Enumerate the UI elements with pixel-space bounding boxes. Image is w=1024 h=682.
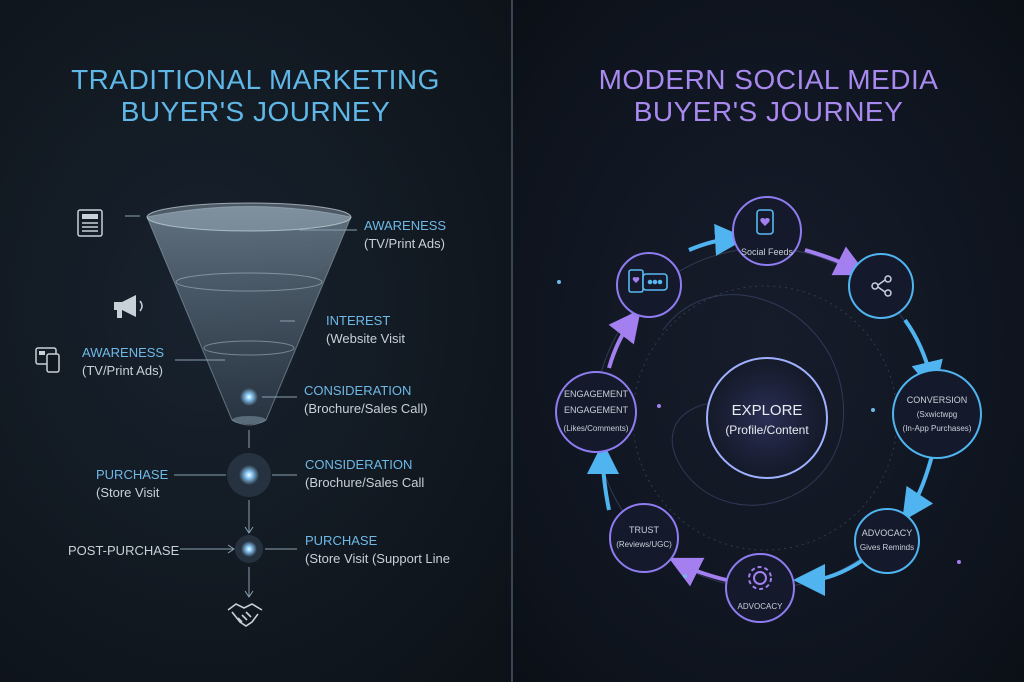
megaphone-icon (114, 295, 143, 318)
stage-consideration-sub: (Brochure/Sales Call) (304, 401, 428, 416)
node-social-feeds-label: Social Feeds (740, 247, 794, 257)
left-title-line2: BUYER'S JOURNEY (120, 96, 391, 127)
node-conversion (892, 369, 982, 459)
gear-icon (748, 566, 772, 590)
node-trust (609, 503, 679, 573)
stage-awareness-title: AWARENESS (364, 218, 447, 233)
stage-purchase-title: PURCHASE (96, 467, 169, 482)
funnel-body (146, 206, 352, 426)
left-title-line1: TRADITIONAL MARKETING (71, 64, 440, 95)
stage-awareness2-sub: (TV/Print Ads) (82, 363, 163, 378)
traditional-panel: TRADITIONAL MARKETING BUYER'S JOURNEY AW… (0, 0, 511, 682)
node-advocacy (854, 508, 920, 574)
stage-purchase2-sub: (Store Visit (Support Line (305, 551, 450, 566)
newspaper-icon (77, 209, 103, 237)
node-engagement (555, 371, 637, 453)
node-conversion-sub2: (In-App Purchases) (902, 424, 972, 433)
stage-consideration2-sub: (Brochure/Sales Call (305, 475, 425, 490)
node-conversion-sub: (Sxwictwpg (916, 410, 958, 419)
funnel-rim (146, 202, 352, 232)
social-cycle-diagram (555, 196, 982, 623)
phone-heart-icon (756, 209, 774, 235)
stage-consideration-title: CONSIDERATION (304, 383, 412, 398)
handshake-icon (227, 603, 263, 627)
funnel-diagram (35, 202, 357, 627)
panel-divider (511, 0, 513, 682)
center-title: EXPLORE (731, 402, 803, 419)
stage-purchase2-title: PURCHASE (305, 533, 378, 548)
node-advocacy-title: ADVOCACY (861, 528, 913, 538)
devices-icon (35, 347, 60, 373)
node-engagement-title: ENGAGEMENT (563, 389, 628, 399)
node-trust-sub: (Reviews/UGC) (616, 540, 672, 549)
right-title-line2: BUYER'S JOURNEY (633, 96, 904, 127)
stage-purchase-sub: (Store Visit (96, 485, 160, 500)
node-share (848, 253, 914, 319)
chat-heart-icon (628, 269, 668, 293)
node-advocacy-sub: Gives Reminds (859, 543, 915, 552)
stage-post-purchase-title: POST-PURCHASE (68, 543, 180, 558)
stage-interest-title: INTEREST (326, 313, 391, 328)
right-title-line1: MODERN SOCIAL MEDIA (598, 64, 939, 95)
node-trust-title: TRUST (629, 525, 659, 535)
node-conversion-title: CONVERSION (906, 395, 968, 405)
node-engagement-sub: (Likes/Comments) (563, 424, 629, 433)
stage-awareness2-title: AWARENESS (82, 345, 165, 360)
node-social-feeds (732, 196, 802, 266)
social-panel: MODERN SOCIAL MEDIA BUYER'S JOURNEY EXPL… (513, 0, 1024, 682)
stage-consideration2-title: CONSIDERATION (305, 457, 413, 472)
stage-awareness-sub: (TV/Print Ads) (364, 236, 445, 251)
stage-interest-sub: (Website Visit (326, 331, 405, 346)
center-sub: (Profile/Content (725, 423, 809, 437)
share-icon (871, 275, 892, 297)
node-advocacy-gear-label: ADVOCACY (737, 602, 783, 611)
center-node (706, 357, 828, 479)
node-engagement-title2: ENGAGEMENT (563, 405, 628, 415)
